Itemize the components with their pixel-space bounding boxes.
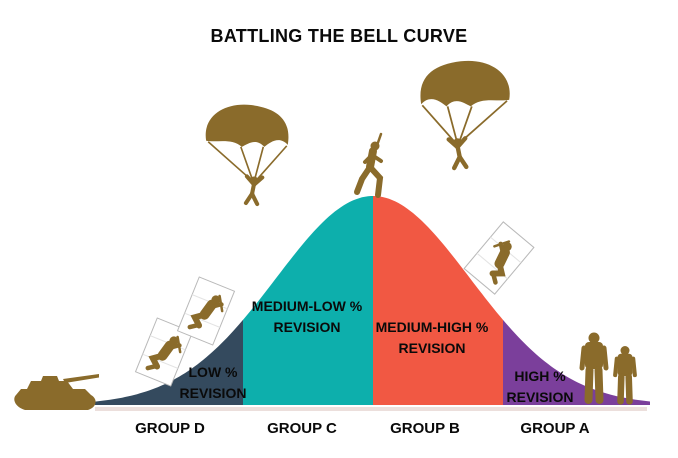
baseline-shadow: [95, 407, 647, 411]
standing-soldier-icon-short: [615, 346, 635, 401]
group-label-c: GROUP C: [267, 420, 337, 437]
section-label-medium-high: MEDIUM-HIGH % REVISION: [375, 319, 489, 356]
group-label-d: GROUP D: [135, 420, 205, 437]
page-title: BATTLING THE BELL CURVE: [210, 26, 468, 46]
paratrooper-icon-left: [206, 105, 289, 204]
bell-segment-group-b: [373, 196, 503, 405]
paratrooper-icon-right: [420, 61, 509, 168]
walking-soldier-icon: [354, 132, 384, 198]
section-label-low: LOW % REVISION: [179, 364, 247, 401]
group-label-b: GROUP B: [390, 420, 460, 437]
section-label-medium-low: MEDIUM-LOW % REVISION: [251, 298, 363, 335]
tank-icon: [14, 374, 99, 410]
group-label-a: GROUP A: [520, 420, 590, 437]
section-label-high: HIGH % REVISION: [506, 368, 574, 405]
climbing-soldier-card-3: [463, 221, 535, 295]
